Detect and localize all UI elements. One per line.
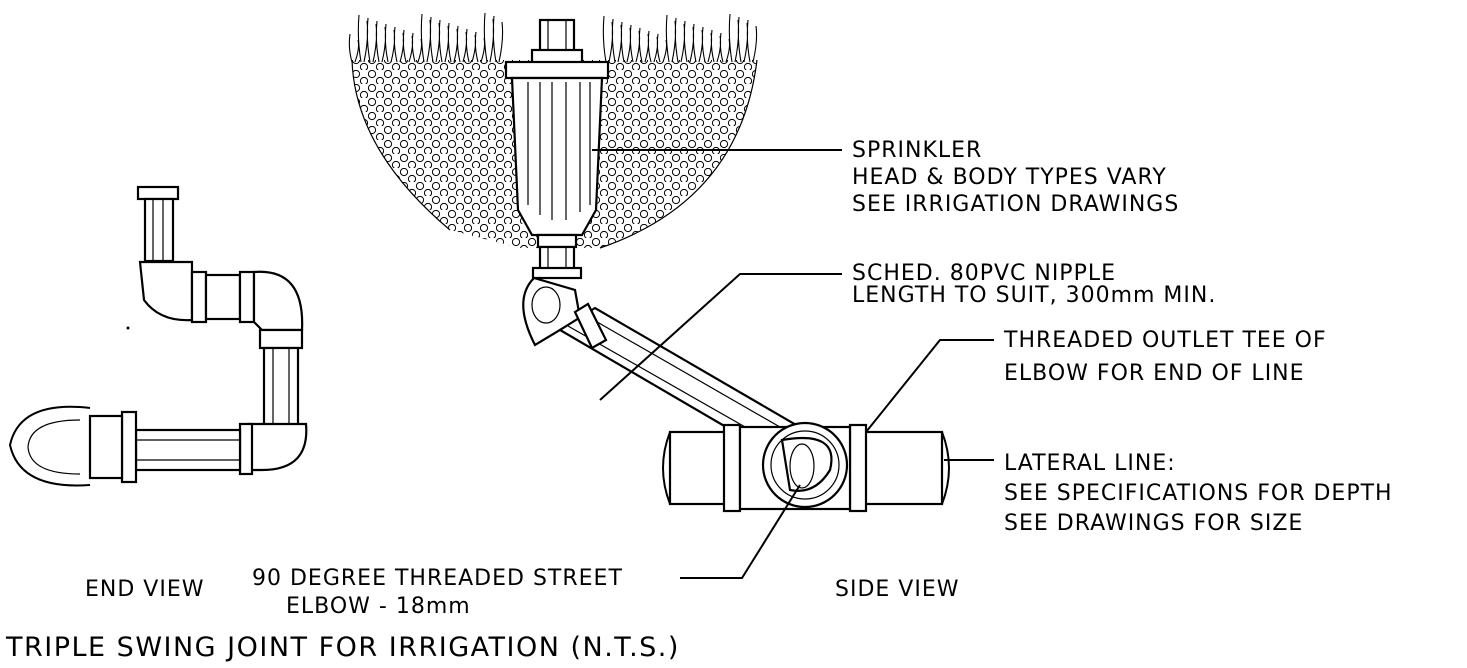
callout-elbow-line-2: ELBOW - 18mm [286,594,471,619]
side-view-label: SIDE VIEW [835,577,959,602]
callout-elbow-line-1: 90 DEGREE THREADED STREET [252,566,623,591]
grass [348,12,758,63]
callout-sprinkler: SPRINKLER HEAD & BODY TYPES VARY SEE IRR… [852,138,1179,217]
callout-lateral-line-3: SEE DRAWINGS FOR SIZE [1004,511,1303,536]
end-view-assembly [8,185,308,487]
callout-lateral-line-2: SEE SPECIFICATIONS FOR DEPTH [1004,481,1393,506]
callout-nipple: SCHED. 80PVC NIPPLE LENGTH TO SUIT, 300m… [852,261,1216,308]
end-view-label: END VIEW [85,577,204,602]
callout-sprinkler-line-3: SEE IRRIGATION DRAWINGS [852,192,1179,217]
callout-nipple-line-2: LENGTH TO SUIT, 300mm MIN. [852,283,1216,308]
callout-nipple-line-1: SCHED. 80PVC NIPPLE [852,261,1116,286]
callout-elbow: 90 DEGREE THREADED STREET ELBOW - 18mm [252,566,623,619]
callout-lateral-line-1: LATERAL LINE: [1004,451,1176,476]
sprinkler-body [504,18,610,280]
tee-and-street-elbow [761,421,849,509]
leader-lines [592,149,994,579]
drawing-title: TRIPLE SWING JOINT FOR IRRIGATION (N.T.S… [5,632,680,663]
callout-tee: THREADED OUTLET TEE OF ELBOW FOR END OF … [1003,328,1327,386]
callout-tee-line-2: ELBOW FOR END OF LINE [1004,361,1305,386]
side-view-assembly [348,12,950,513]
callout-sprinkler-line-1: SPRINKLER [852,138,982,163]
callout-tee-line-1: THREADED OUTLET TEE OF [1003,328,1327,353]
callout-lateral: LATERAL LINE: SEE SPECIFICATIONS FOR DEP… [1004,451,1393,536]
grass-blades [348,12,758,63]
callout-sprinkler-line-2: HEAD & BODY TYPES VARY [852,165,1167,190]
